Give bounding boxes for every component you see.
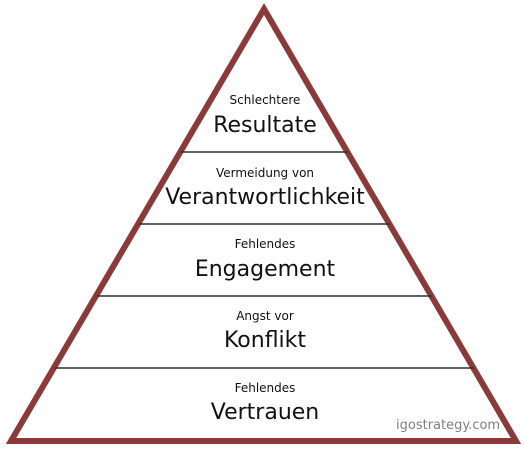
level-2-title: Verantwortlichkeit — [165, 185, 365, 210]
level-1-subtitle: Schlechtere — [229, 93, 301, 107]
level-5-title: Vertrauen — [210, 400, 320, 425]
level-2-subtitle: Vermeidung von — [215, 166, 315, 180]
level-4-subtitle: Angst vor — [236, 309, 294, 323]
level-3-title: Engagement — [194, 257, 336, 282]
watermark: igostrategy.com — [396, 418, 501, 433]
level-4-title: Konflikt — [223, 328, 307, 353]
level-5-subtitle: Fehlendes — [234, 381, 296, 395]
pyramid-outline — [5, 3, 522, 444]
level-1-title: Resultate — [213, 113, 317, 138]
level-3-subtitle: Fehlendes — [234, 237, 296, 251]
